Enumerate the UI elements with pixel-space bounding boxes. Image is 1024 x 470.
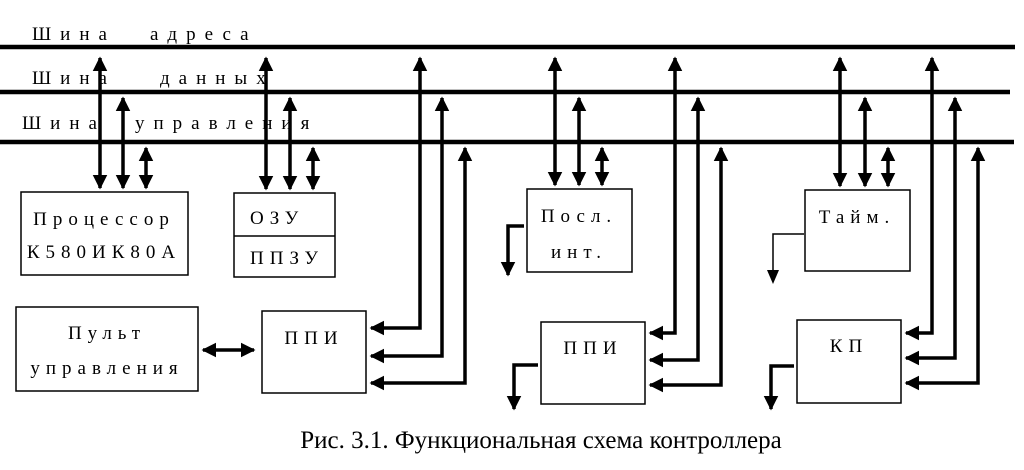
ppi-1-address-link — [369, 56, 428, 336]
data-bus-label-word: Шина — [32, 68, 116, 89]
ppi-2-control-link — [648, 146, 729, 393]
control-panel-label-line2: управления — [30, 358, 183, 379]
address-bus-label-word: Шина — [32, 24, 116, 45]
timer-label: Тайм. — [819, 207, 896, 228]
kp-block — [796, 319, 902, 404]
ppi-1-control-link — [369, 146, 473, 391]
ppi-1-block — [261, 310, 367, 394]
kp-control-link — [904, 146, 986, 391]
serial-interface-block — [526, 188, 633, 273]
ppi-2-block — [540, 321, 646, 405]
rom-label: ППЗУ — [250, 248, 324, 269]
processor-label: Процессор — [33, 209, 175, 230]
ppi-2-label: ППИ — [563, 338, 622, 359]
serial-output-arrow — [500, 224, 524, 277]
ppi-1-label: ППИ — [284, 328, 343, 349]
serial-label-line2: инт. — [551, 242, 607, 263]
timer-block — [804, 189, 911, 272]
ppi-1-data-link — [369, 96, 450, 364]
control-panel-label-line1: Пульт — [68, 323, 146, 344]
control-panel-block — [15, 306, 199, 392]
serial-label-line1: Посл. — [541, 206, 617, 227]
ppi-2-output-arrow — [506, 363, 538, 411]
ram-label: ОЗУ — [250, 208, 304, 229]
address-bus-label-name: адреса — [150, 24, 258, 45]
control-bus-label-word: Шина — [22, 113, 106, 134]
memory-block — [233, 192, 336, 278]
processor-block — [20, 191, 189, 276]
data-bus-label-name: данных — [160, 68, 275, 89]
kp-label: КП — [830, 336, 868, 357]
processor-model-label: К580ИК80А — [27, 242, 181, 263]
timer-output-line — [772, 233, 804, 270]
timer-output-arrowhead — [767, 270, 779, 284]
figure-caption: Рис. 3.1. Функциональная схема контролле… — [300, 427, 782, 454]
ppi-2-address-link — [648, 56, 683, 341]
kp-output-arrow — [763, 364, 794, 411]
